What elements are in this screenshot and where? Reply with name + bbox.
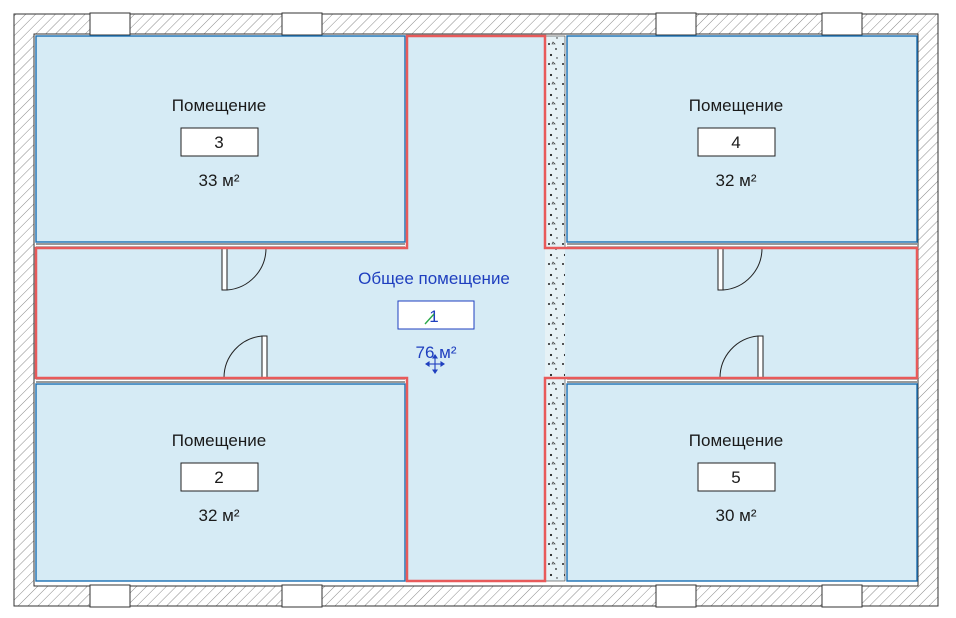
edit-pencil-icon[interactable] (424, 313, 435, 325)
room-4-area-label: 32 м² (716, 171, 757, 190)
windows-top (89, 12, 863, 36)
room-3-number: 3 (214, 133, 223, 152)
windows-bottom (89, 584, 863, 608)
common-room-tag[interactable]: Общее помещение 1 76 м² (358, 269, 510, 374)
room-3-tag: Помещение 3 33 м² (172, 96, 266, 190)
selection-outline (34, 34, 919, 583)
room-2-area-label: 32 м² (199, 506, 240, 525)
room-2-tag: Помещение 2 32 м² (172, 431, 266, 525)
room-2-number: 2 (214, 468, 223, 487)
common-room[interactable] (36, 36, 917, 581)
room-5-name: Помещение (689, 431, 783, 450)
room-4-name: Помещение (689, 96, 783, 115)
common-room-area[interactable]: 76 м² (416, 343, 457, 362)
room-5-tag: Помещение 5 30 м² (689, 431, 783, 525)
room-4-number: 4 (731, 133, 740, 152)
room-5-area-label: 30 м² (716, 506, 757, 525)
room-3-area-label: 33 м² (199, 171, 240, 190)
move-cursor-icon[interactable] (425, 354, 445, 374)
room-5-number: 5 (731, 468, 740, 487)
room-3-name: Помещение (172, 96, 266, 115)
room-2-name: Помещение (172, 431, 266, 450)
common-room-name[interactable]: Общее помещение (358, 269, 510, 288)
room-4-tag: Помещение 4 32 м² (689, 96, 783, 190)
common-room-number[interactable]: 1 (429, 307, 438, 326)
